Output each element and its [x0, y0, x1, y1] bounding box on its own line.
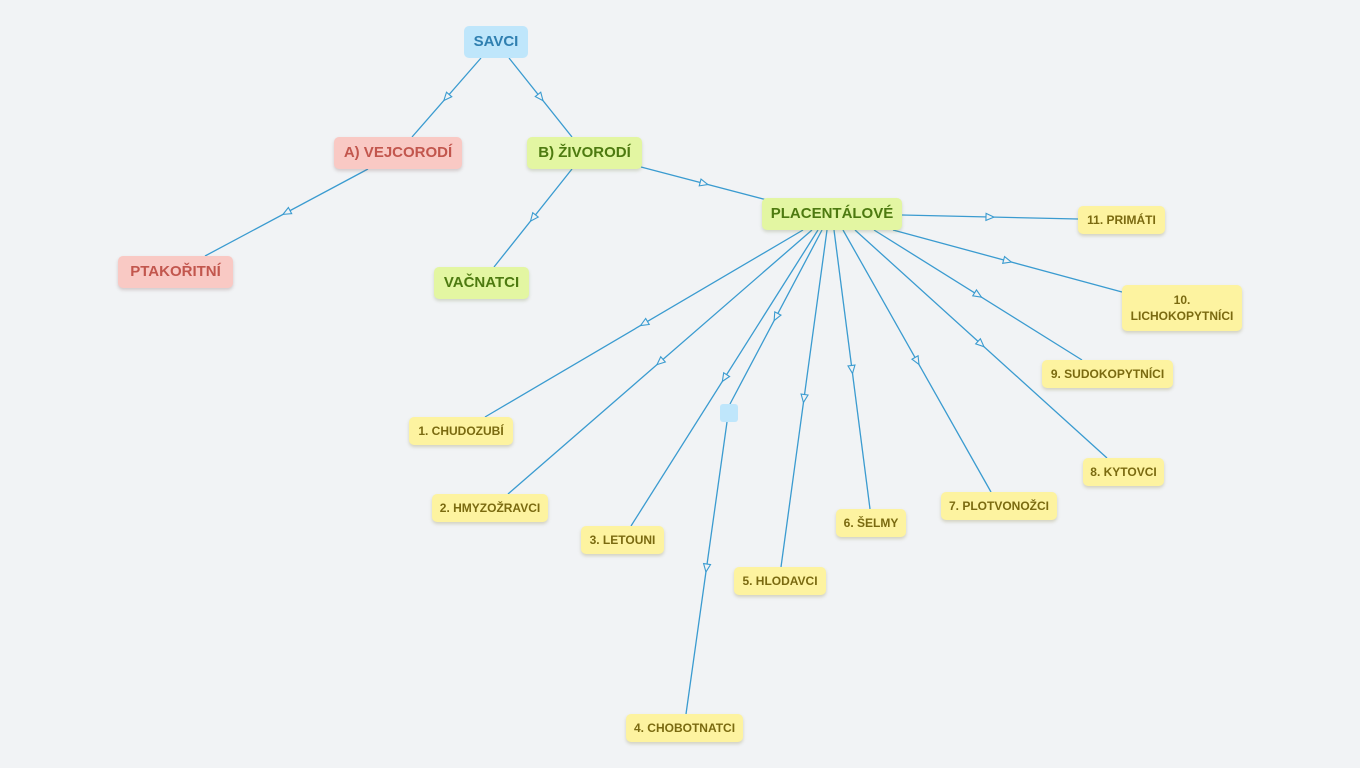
node-sudokopytnici[interactable]: 9. SUDOKOPYTNÍCI	[1042, 360, 1173, 388]
arrowhead-savci-vejcorodi	[442, 91, 453, 102]
arrowhead-placentalove-kytovci	[974, 337, 985, 348]
connector-empty-chobotnatci	[685, 421, 728, 715]
node-placentalove[interactable]: PLACENTÁLOVÉ	[762, 198, 902, 230]
connector-placentalove-hmyzozravci	[507, 229, 813, 495]
arrowhead-savci-zivorodi	[534, 91, 544, 102]
node-zivorodi[interactable]: B) ŽIVORODÍ	[527, 137, 642, 169]
connector-zivorodi-placentalove	[640, 166, 768, 201]
arrowhead-placentalove-primati	[985, 212, 996, 222]
connector-placentalove-sudokopytnici	[873, 229, 1083, 361]
node-selmy[interactable]: 6. ŠELMY	[836, 509, 906, 537]
arrowhead-placentalove-chudozubi	[639, 317, 651, 327]
connector-placentalove-plotvonozci	[842, 229, 992, 493]
connector-placentalove-empty	[729, 229, 823, 405]
arrowhead-vejcorodi-ptakoritni	[281, 206, 293, 216]
connector-placentalove-kytovci	[854, 229, 1108, 459]
connector-savci-vejcorodi	[411, 57, 482, 138]
arrowhead-placentalove-plotvonozci	[910, 354, 920, 366]
node-hmyzozravci[interactable]: 2. HMYZOŽRAVCI	[432, 494, 548, 522]
connector-placentalove-chudozubi	[484, 229, 804, 418]
connector-placentalove-letouni	[630, 229, 819, 527]
node-vacnatci[interactable]: VAČNATCI	[434, 267, 529, 299]
arrowhead-placentalove-lichokopytnici	[1001, 255, 1013, 265]
connector-zivorodi-vacnatci	[493, 168, 573, 268]
node-kytovci[interactable]: 8. KYTOVCI	[1083, 458, 1164, 486]
arrowhead-placentalove-selmy	[847, 364, 856, 375]
arrowhead-empty-chobotnatci	[702, 562, 712, 574]
arrowhead-placentalove-empty	[773, 310, 782, 322]
connector-placentalove-primati	[901, 212, 1079, 222]
node-chudozubi[interactable]: 1. CHUDOZUBÍ	[409, 417, 513, 445]
node-chobotnatci[interactable]: 4. CHOBOTNATCI	[626, 714, 743, 742]
node-primati[interactable]: 11. PRIMÁTI	[1078, 206, 1165, 234]
node-vejcorodi[interactable]: A) VEJCORODÍ	[334, 137, 462, 169]
node-empty[interactable]	[720, 404, 738, 422]
node-plotvonozci[interactable]: 7. PLOTVONOŽCI	[941, 492, 1057, 520]
arrowhead-zivorodi-placentalove	[698, 178, 710, 187]
node-savci[interactable]: SAVCI	[464, 26, 528, 58]
node-hlodavci[interactable]: 5. HLODAVCI	[734, 567, 826, 595]
node-lichokopytnici[interactable]: 10. LICHOKOPYTNÍCI	[1122, 285, 1242, 331]
connector-vejcorodi-ptakoritni	[204, 168, 369, 257]
connector-placentalove-lichokopytnici	[892, 229, 1123, 293]
arrowhead-placentalove-letouni	[721, 371, 731, 383]
node-ptakoritni[interactable]: PTAKOŘITNÍ	[118, 256, 233, 288]
connector-placentalove-hlodavci	[780, 229, 828, 568]
arrowhead-placentalove-hmyzozravci	[655, 355, 667, 366]
arrowhead-placentalove-sudokopytnici	[971, 288, 983, 298]
connector-placentalove-selmy	[833, 229, 871, 510]
node-letouni[interactable]: 3. LETOUNI	[581, 526, 664, 554]
arrowhead-zivorodi-vacnatci	[529, 211, 540, 223]
arrowhead-placentalove-hlodavci	[800, 393, 809, 404]
connector-savci-zivorodi	[508, 57, 573, 138]
